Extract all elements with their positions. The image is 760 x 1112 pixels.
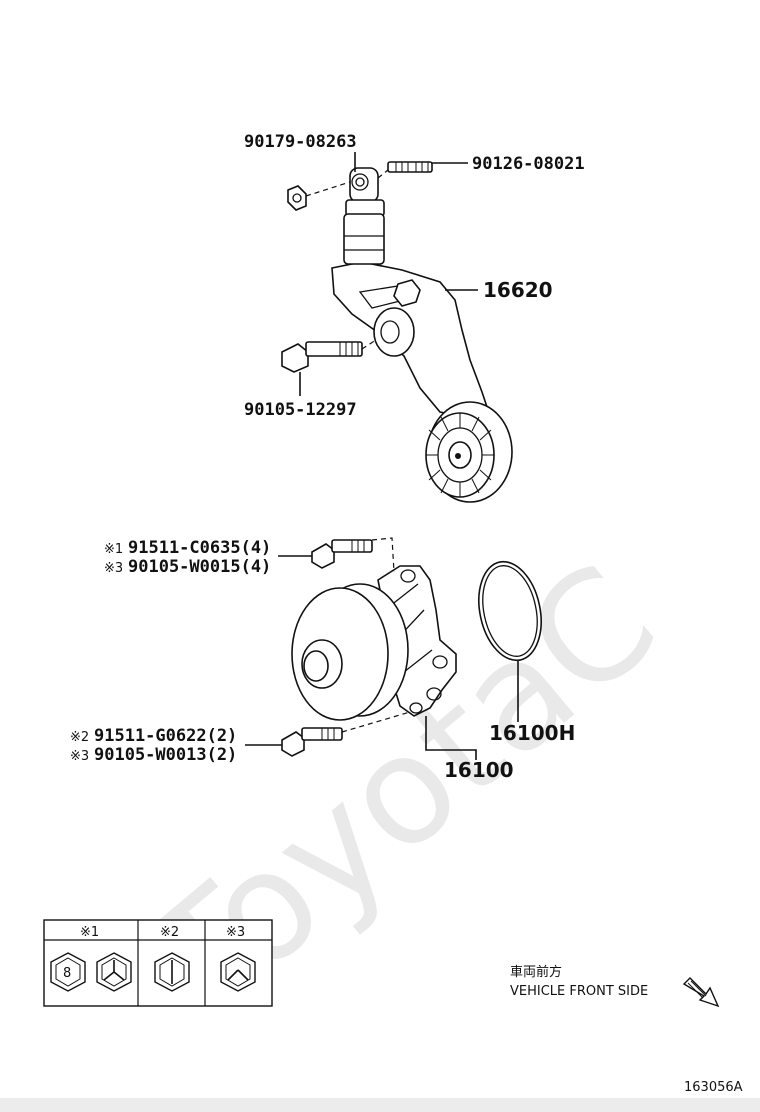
hex-grade-icon: 8 <box>50 952 86 992</box>
legend-grade: 8 <box>63 966 71 981</box>
mark-3-a: ※3 <box>104 561 123 576</box>
hex-three-line-icon <box>96 952 132 992</box>
legend-header-3: ※3 <box>226 925 245 940</box>
hex-two-line-icon <box>220 952 256 992</box>
legend-header-2: ※2 <box>160 925 179 940</box>
tensioner-bolt-part[interactable] <box>281 341 363 373</box>
front-side-english: VEHICLE FRONT SIDE <box>510 984 648 999</box>
callout-bolt-b-1: 91511-G0622(2) <box>94 726 237 746</box>
callout-nut: 90179-08263 <box>244 132 357 152</box>
bolt-a-part[interactable] <box>311 539 373 569</box>
legend-header-1: ※1 <box>80 925 99 940</box>
bottom-strip <box>0 1098 760 1112</box>
callout-tensioner-bolt: 90105-12297 <box>244 400 357 420</box>
callout-tensioner: 16620 <box>483 278 553 302</box>
stud-part[interactable] <box>387 161 433 173</box>
mark-3-b: ※3 <box>70 749 89 764</box>
mark-2: ※2 <box>70 730 89 745</box>
callout-bolt-a-2: 90105-W0015(4) <box>128 557 271 577</box>
nut-part[interactable] <box>287 185 307 211</box>
hex-one-line-icon <box>154 952 190 992</box>
callout-bolt-a-1: 91511-C0635(4) <box>128 538 271 558</box>
front-direction-arrow-icon <box>682 977 720 1008</box>
mark-1: ※1 <box>104 542 123 557</box>
callout-gasket: 16100H <box>489 721 575 745</box>
callout-bolt-b-2: 90105-W0013(2) <box>94 745 237 765</box>
gasket-part[interactable] <box>470 556 549 666</box>
front-side-japanese: 車両前方 <box>510 964 562 980</box>
tensioner-assembly[interactable] <box>331 167 513 503</box>
callout-water-pump: 16100 <box>444 758 514 782</box>
callout-stud: 90126-08021 <box>472 154 585 174</box>
bolt-legend-table: ※1 ※2 ※3 8 <box>43 919 273 1007</box>
water-pump-assembly[interactable] <box>291 565 457 721</box>
bolt-b-part[interactable] <box>281 727 343 757</box>
diagram-id: 163056A <box>684 1080 743 1095</box>
